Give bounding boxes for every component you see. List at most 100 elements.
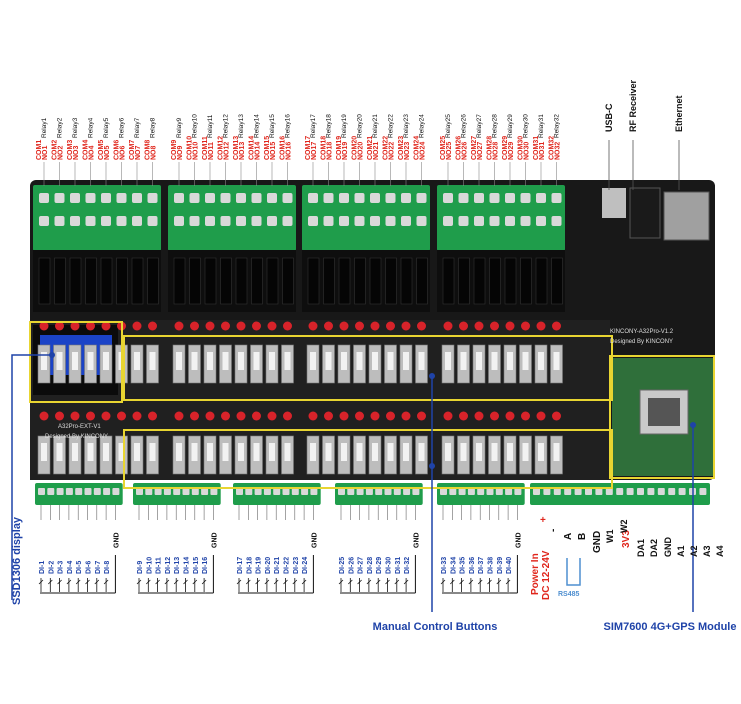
- di-switch: [487, 579, 492, 585]
- com-label: COM1: [36, 140, 43, 160]
- relay-led: [174, 321, 184, 331]
- relay-label: Relay6: [119, 117, 126, 138]
- relay-label: Relay3: [72, 117, 79, 138]
- com-label: COM10: [187, 136, 194, 160]
- terminal-screw: [85, 216, 96, 226]
- relay-label: Relay30: [523, 114, 530, 138]
- toggle-lever: [269, 443, 275, 461]
- di-switch: [450, 579, 455, 585]
- com-label: COM2: [52, 140, 59, 160]
- toggle-lever: [87, 443, 94, 461]
- com-label: COM8: [145, 140, 152, 160]
- toggle-lever: [418, 443, 425, 461]
- di-gnd-label: GND: [413, 532, 420, 548]
- terminal-screw: [354, 193, 365, 203]
- relay: [458, 257, 470, 305]
- terminal-screw: [132, 193, 142, 203]
- di-label: DI-39: [497, 557, 504, 574]
- relay: [369, 257, 382, 305]
- di-switch: [468, 579, 474, 585]
- di-switch: [394, 579, 400, 585]
- com-label: COM29: [502, 136, 509, 160]
- relay-led: [236, 411, 246, 421]
- terminal-screw: [354, 216, 365, 226]
- relay: [551, 257, 563, 305]
- di-label: DI-40: [506, 557, 513, 574]
- di-switch: [366, 579, 372, 585]
- relay: [520, 257, 532, 305]
- toggle-lever: [238, 443, 244, 461]
- toggle-lever: [134, 443, 140, 461]
- relay: [54, 257, 66, 305]
- relay-label: Relay19: [341, 114, 348, 138]
- terminal-screw: [458, 193, 469, 203]
- relay-led: [148, 411, 157, 421]
- relay-led: [490, 411, 499, 421]
- toggle-lever: [460, 352, 467, 370]
- di-switch: [375, 579, 381, 585]
- board-designer: Designed By KINCONY: [610, 339, 673, 345]
- no-label: NO3: [73, 146, 80, 161]
- analog-label: DA2: [649, 539, 659, 557]
- relay-led: [101, 411, 111, 421]
- relay-label: Relay29: [507, 114, 514, 138]
- terminal-screw: [339, 216, 349, 226]
- relay-led: [55, 411, 64, 421]
- terminal-screw: [101, 193, 111, 203]
- relay-label: Relay20: [357, 114, 364, 138]
- analog-label: A3: [702, 545, 712, 557]
- terminal-screw: [236, 193, 246, 203]
- toggle-lever: [310, 443, 316, 461]
- relay-label: Relay31: [538, 114, 545, 138]
- terminal-screw: [668, 488, 676, 495]
- terminal-screw: [267, 216, 277, 226]
- com-label: COM24: [414, 136, 421, 160]
- terminal-screw: [112, 488, 120, 495]
- no-label: NO16: [286, 142, 293, 160]
- power-label-2: DC 12-24V: [541, 550, 552, 600]
- relay-led: [443, 321, 453, 331]
- wiegand-w1-label: W1: [605, 530, 615, 544]
- relay: [204, 257, 217, 305]
- terminal-screw: [443, 193, 453, 203]
- relay-led: [324, 321, 333, 331]
- terminal-screw: [323, 216, 334, 226]
- toggle-lever: [222, 352, 229, 370]
- relay-led: [86, 411, 95, 421]
- terminal-screw: [449, 488, 457, 495]
- terminal-screw: [338, 488, 345, 495]
- relay-led: [252, 321, 261, 331]
- relay-led: [370, 411, 380, 421]
- terminal-screw: [474, 193, 484, 203]
- power-label-1: Power In: [530, 553, 541, 595]
- toggle-lever: [553, 443, 560, 461]
- leader-ssd: [11, 354, 52, 600]
- di-label: DI-6: [86, 561, 93, 574]
- terminal-screw: [443, 216, 453, 226]
- relay-label: Relay14: [254, 114, 261, 138]
- relay-label: Relay21: [372, 114, 379, 138]
- com-label: COM12: [218, 136, 225, 160]
- toggle-lever: [118, 443, 125, 461]
- relay: [323, 257, 335, 305]
- di-switch: [273, 579, 279, 585]
- relay-label: Relay15: [269, 114, 276, 138]
- com-label: COM16: [280, 136, 287, 160]
- com-label: COM30: [518, 136, 525, 160]
- toggle-lever: [387, 443, 394, 461]
- terminal-screw: [210, 488, 218, 495]
- relay-led: [324, 411, 333, 421]
- relay-led: [505, 411, 515, 421]
- di-switch: [201, 579, 207, 585]
- di-label: DI-3: [58, 561, 65, 574]
- terminal-screw: [251, 216, 262, 226]
- no-label: NO17: [311, 142, 318, 160]
- no-label: NO23: [404, 142, 411, 160]
- terminal-screw: [56, 488, 64, 495]
- terminal-screw: [416, 216, 427, 226]
- toggle-lever: [356, 352, 363, 370]
- relay-led: [339, 321, 349, 331]
- toggle-lever: [176, 443, 182, 461]
- no-label: NO4: [89, 146, 96, 161]
